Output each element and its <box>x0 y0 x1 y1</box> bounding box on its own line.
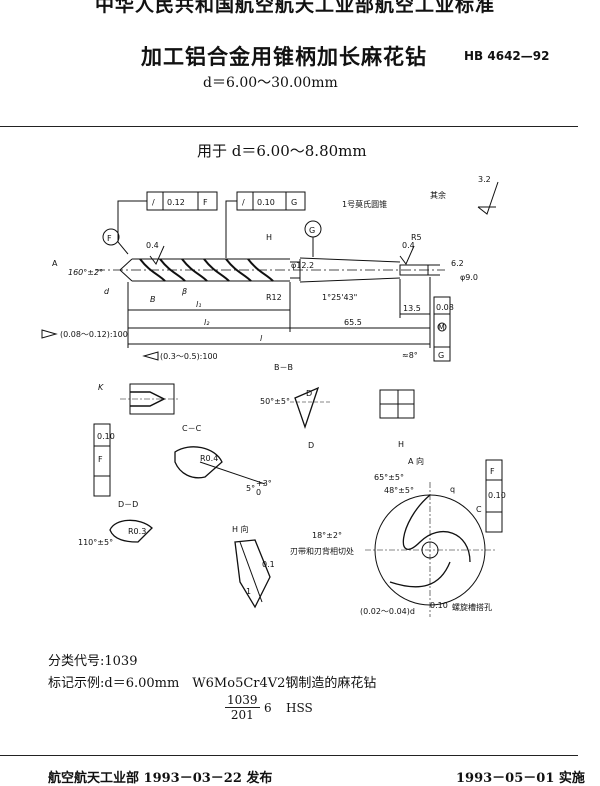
datum-f: F <box>107 234 112 243</box>
dim-l1: l₁ <box>196 300 201 309</box>
section-bb: B－B <box>274 363 293 372</box>
tol-f-left-datum: F <box>98 455 103 464</box>
dim-l2: l₂ <box>204 318 210 327</box>
tol-right-datum: F <box>490 467 495 476</box>
taper-label: 1号莫氏圆锥 <box>342 199 387 209</box>
roughness-rest-value: 3.2 <box>478 175 491 184</box>
marking-numerator: 1039 <box>225 693 260 708</box>
bottom-rule <box>0 755 578 756</box>
label-a: A <box>52 259 58 268</box>
top-rule <box>0 126 578 127</box>
dim-002: (0.02～0.04)d <box>360 607 415 616</box>
side-tol-m: M <box>438 323 445 332</box>
d-mark-2: D <box>308 441 314 450</box>
r5-label: R5 <box>411 233 422 242</box>
angle-50: 50°±5° <box>260 397 290 406</box>
spiral-note: 螺旋槽搭孔 <box>452 602 492 612</box>
dim-d: d <box>104 287 110 296</box>
dim-l: l <box>260 334 263 343</box>
d-mark-1: D <box>306 389 312 398</box>
datum-g: G <box>309 226 315 235</box>
dim-01: 0.1 <box>262 560 275 569</box>
marking-size: 6 <box>264 701 272 715</box>
d122-label: φ12.2 <box>291 261 314 270</box>
angle-5-tol-up: +3° <box>256 479 272 488</box>
tol-frame-2-value: 0.10 <box>257 198 275 207</box>
beta-label: β <box>181 287 187 296</box>
h-mark: H <box>266 233 272 242</box>
section-cc: C－C <box>182 424 202 433</box>
tol-frame-1-datum: F <box>203 198 208 207</box>
angle-5: 5° <box>246 484 255 493</box>
classification-code: 分类代号:1039 <box>48 654 138 669</box>
h-mark-2: H <box>398 440 404 449</box>
one-label: 1 <box>246 587 251 596</box>
dim-62: 6.2 <box>451 259 464 268</box>
h-view: H 向 <box>232 524 249 534</box>
datum-f-circle <box>102 228 120 246</box>
tol-frame-2-symbol: / <box>242 198 245 207</box>
marking-denominator: 201 <box>230 708 254 722</box>
roughness-rest: 其余 <box>430 190 446 200</box>
roughness-04-b: 0.4 <box>402 241 415 250</box>
a-view: A 向 <box>408 456 424 466</box>
tol-frame-2-datum: G <box>291 198 297 207</box>
section-dd: D－D <box>118 500 138 509</box>
tol-right-value: 0.10 <box>488 491 506 500</box>
angle-110: 110°±5° <box>78 538 113 547</box>
h-view-note: 刃带和刃背相切处 <box>290 546 354 556</box>
tol-frame-1-value: 0.12 <box>167 198 185 207</box>
taper-angle: 1°25'43" <box>322 293 357 302</box>
r03-label: R0.3 <box>128 527 146 536</box>
dim-010: 0.10 <box>430 601 448 610</box>
k-mark: K <box>98 383 104 392</box>
applies-to-range: 用于 d＝6.00～8.80mm <box>197 142 367 160</box>
taper-flag: (0.3～0.5):100 <box>160 352 218 361</box>
b-mark: B <box>150 295 156 304</box>
angle-65: 65°±5° <box>374 473 404 482</box>
roughness-04-a: 0.4 <box>146 241 159 250</box>
marking-fraction: 1039 201 <box>225 693 260 722</box>
angle-160: 160°±2° <box>68 268 103 277</box>
angle-48: 48°±5° <box>384 486 414 495</box>
q-mark: q <box>450 485 455 494</box>
drill-technical-drawing: 其余 3.2 / 0.12 F / 0.10 G 1号莫氏圆锥 F G 0.4 … <box>41 175 506 617</box>
side-tol-value: 0.08 <box>436 303 454 312</box>
dim-135: 13.5 <box>403 304 421 313</box>
r12-label: R12 <box>266 293 282 302</box>
side-tol-g: G <box>438 351 444 360</box>
marking-example: 标记示例:d＝6.00mm W6Mo5Cr4V2钢制造的麻花钻 <box>48 676 377 691</box>
tol-f-left-value: 0.10 <box>97 432 115 441</box>
standard-header: 中华人民共和国航空航天工业部航空工业标准 <box>95 0 496 16</box>
angle-5-tol-down: 0 <box>256 488 261 497</box>
tol-frame-1-symbol: / <box>152 198 155 207</box>
marking-material: HSS <box>286 701 313 715</box>
dim-655: 65.5 <box>344 318 362 327</box>
back-taper: (0.08～0.12):100 <box>60 330 128 339</box>
document-title: 加工铝合金用锥柄加长麻花钻 <box>141 44 427 69</box>
dim-phi9: φ9.0 <box>460 273 478 282</box>
approx-8: ≈8° <box>402 351 418 360</box>
r04-label: R0.4 <box>200 454 218 463</box>
angle-18: 18°±2° <box>312 531 342 540</box>
c-mark: C <box>476 505 482 514</box>
diameter-range: d＝6.00～30.00mm <box>203 75 338 91</box>
standard-code: HB 4642—92 <box>464 49 550 63</box>
